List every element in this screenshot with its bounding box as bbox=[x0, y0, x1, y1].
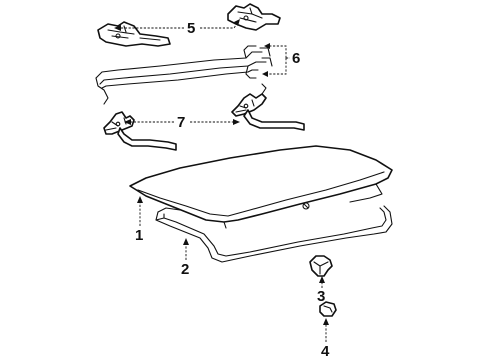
callout-3: 3 bbox=[317, 288, 325, 305]
arrowhead-6-bottom bbox=[262, 71, 268, 77]
callout-1: 1 bbox=[135, 227, 143, 244]
leader-6-bracket bbox=[266, 45, 290, 75]
arrowhead-5-right bbox=[234, 19, 240, 26]
hinge-bracket-right-icon bbox=[227, 3, 281, 31]
weatherstrip-seal-icon bbox=[155, 205, 393, 263]
bumper-cushion-icon bbox=[319, 301, 337, 317]
torsion-bar-icon bbox=[95, 45, 273, 105]
arrowhead-4 bbox=[323, 318, 329, 325]
arrowhead-1 bbox=[137, 196, 143, 203]
callout-5: 5 bbox=[187, 20, 195, 37]
hinge-bracket-left-icon bbox=[97, 21, 171, 47]
bumper-stop-icon bbox=[309, 255, 333, 277]
hinge-arm-left-icon bbox=[103, 111, 177, 151]
callout-2: 2 bbox=[181, 261, 189, 278]
callout-4: 4 bbox=[321, 343, 330, 360]
callout-6: 6 bbox=[292, 50, 300, 67]
arrowhead-7-right bbox=[233, 119, 240, 125]
hinge-arm-right-icon bbox=[231, 83, 305, 131]
trunk-lid-icon bbox=[129, 145, 393, 229]
arrowhead-7-left bbox=[124, 119, 131, 125]
arrowhead-6-top bbox=[264, 43, 270, 49]
arrowhead-3 bbox=[319, 276, 325, 283]
arrowhead-5-left bbox=[114, 25, 121, 31]
callout-7: 7 bbox=[177, 114, 185, 131]
arrowhead-2 bbox=[183, 238, 189, 245]
